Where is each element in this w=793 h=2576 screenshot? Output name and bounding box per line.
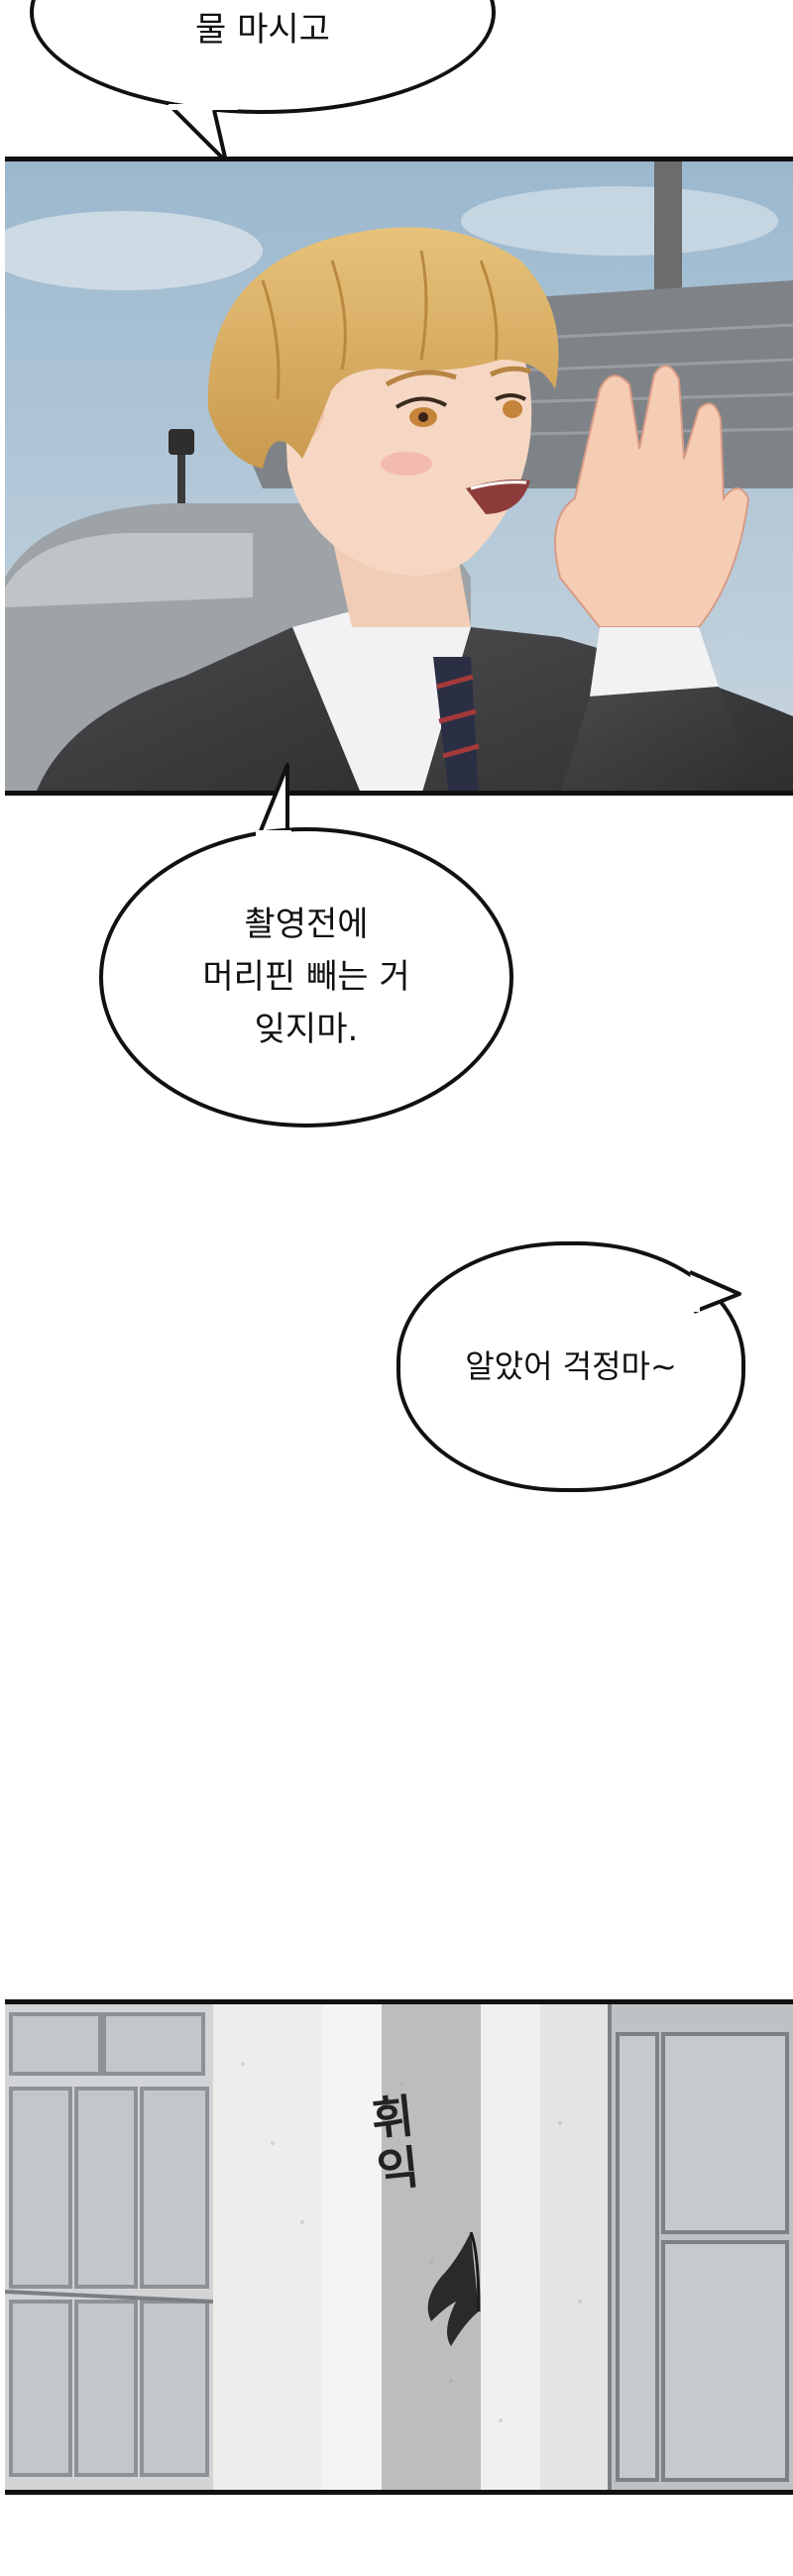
sfx-swoosh: 휘익 — [360, 2091, 425, 2200]
panel-man-waving-art — [5, 161, 793, 791]
speech-bubble-right-joint — [686, 1278, 700, 1312]
speech-bubble-right-tail — [689, 1270, 741, 1314]
panel-building-art — [5, 2004, 793, 2490]
speech-bubble-top-text: 물 마시고 — [195, 10, 330, 50]
speech-bubble-top-tail — [169, 104, 238, 163]
speech-bubble-top: 물 마시고 — [30, 0, 496, 114]
speech-bubble-middle: 촬영전에 머리핀 빼는 거 잊지마. — [99, 827, 513, 1127]
speech-bubble-middle-joint — [256, 830, 291, 840]
panel-man-waving — [5, 157, 793, 796]
speech-bubble-middle-tail — [256, 763, 289, 839]
panel-building: 휘익 — [5, 1999, 793, 2495]
speech-bubble-right-text: 알았어 걱정마~ — [465, 1346, 677, 1385]
speech-bubble-middle-text: 촬영전에 머리핀 빼는 거 잊지마. — [202, 905, 410, 1049]
